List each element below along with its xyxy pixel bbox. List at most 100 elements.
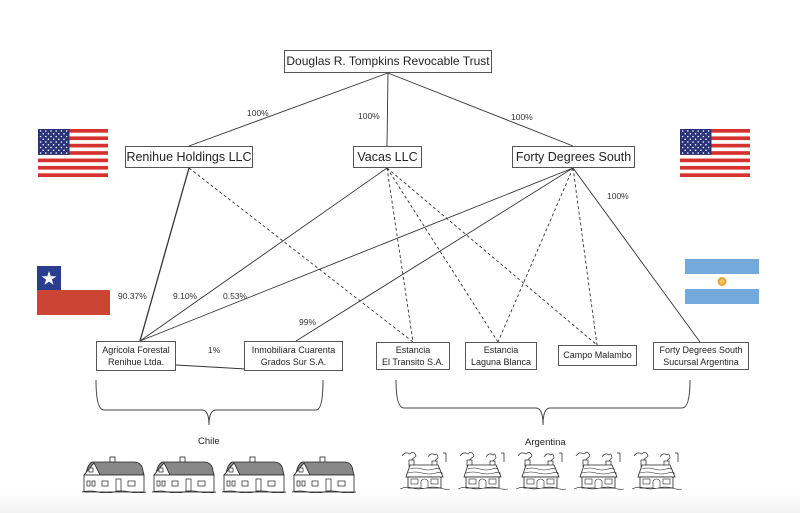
flag-star — [52, 149, 55, 152]
flag-star — [697, 152, 699, 154]
connection-vacas-to-campo-malambo — [386, 167, 598, 346]
flag-star — [42, 132, 44, 135]
flag-star — [63, 132, 65, 135]
flag-star — [681, 146, 684, 149]
entity-trust[interactable]: Douglas R. Tompkins Revocable Trust — [284, 50, 492, 73]
flag-star — [689, 132, 692, 135]
flag-star — [60, 141, 63, 143]
entity-forty-degrees-south[interactable]: Forty Degrees South — [512, 146, 635, 168]
entity-agricola-line2: Renihue Ltda. — [107, 357, 165, 367]
flag-stripe — [680, 129, 750, 133]
flag-stripe — [680, 151, 750, 155]
entity-trust-label: Douglas R. Tompkins Revocable Trust — [286, 54, 490, 69]
pct-trust-renihue: 100% — [247, 108, 269, 118]
flag-star — [55, 146, 57, 149]
connection-agricola-to-inmobiliaria — [175, 364, 247, 370]
flag-star — [707, 141, 710, 143]
flag-star — [700, 132, 702, 135]
flag-star — [707, 130, 710, 132]
flag-star — [705, 138, 707, 141]
usa-flag-left — [38, 129, 108, 177]
argentina-flag — [685, 259, 759, 304]
entity-renihue-holdings-label: Renihue Holdings LLC — [126, 149, 252, 164]
flag-star — [52, 132, 55, 135]
pct-fds-sucursal: 100% — [607, 191, 629, 201]
connection-trust-to-vacas — [386, 72, 389, 147]
flag-star — [42, 149, 44, 152]
flag-star — [687, 141, 689, 143]
flag-star — [63, 143, 65, 146]
flag-stripe — [38, 173, 108, 177]
flag-star — [694, 143, 697, 146]
connection-forty-degrees-south-to-laguna-blanca — [497, 167, 574, 343]
flag-star — [50, 135, 52, 138]
house-icon — [631, 452, 683, 490]
flag-star — [681, 135, 684, 138]
flag-star — [55, 130, 57, 132]
flag-stripe — [38, 129, 108, 133]
pct-agricola-inmobiliaria: 1% — [208, 345, 221, 355]
house-icon — [81, 456, 147, 494]
house-icon — [399, 452, 451, 490]
flag-star — [50, 141, 52, 143]
flag-star — [47, 149, 50, 152]
entity-inmobiliaria[interactable]: Inmobiliara Cuarenta Grados Sur S.A. — [244, 341, 343, 371]
flag-star — [47, 132, 50, 135]
flag-star — [702, 152, 705, 154]
entity-fds-sucursal[interactable]: Forty Degrees South Sucursal Argentina — [653, 342, 749, 370]
flag-star — [39, 152, 42, 154]
flag-star — [39, 135, 42, 138]
flag-star — [39, 130, 42, 132]
entity-laguna-blanca[interactable]: Estancia Laguna Blanca — [465, 342, 537, 370]
flag-star — [39, 141, 42, 143]
pct-renihue-agricola: 90.37% — [118, 291, 147, 301]
house-icon — [515, 452, 567, 490]
flag-star — [689, 143, 692, 146]
entity-agricola[interactable]: Agricola Forestal Renihue Ltda. — [96, 341, 176, 371]
entity-renihue-holdings[interactable]: Renihue Holdings LLC — [125, 146, 253, 168]
flag-star — [39, 146, 42, 149]
flag-star — [42, 143, 44, 146]
flag-star — [687, 130, 689, 132]
flag-star — [65, 152, 68, 154]
chile-flag — [37, 266, 110, 315]
flag-star — [684, 143, 686, 146]
flag-star — [55, 152, 57, 154]
flag-stripe — [38, 151, 108, 155]
flag-star — [707, 135, 710, 138]
flag-star — [692, 146, 694, 149]
flag-star — [705, 143, 707, 146]
argentina-bracket — [395, 379, 691, 426]
connection-lines — [139, 72, 701, 370]
chile-houses — [81, 456, 357, 494]
flag-stripe — [680, 173, 750, 177]
flag-star — [694, 138, 697, 141]
connection-renihue-holdings-to-el-transito — [188, 167, 414, 343]
connection-trust-to-forty-degrees-south — [387, 72, 574, 147]
flag-star — [55, 141, 57, 143]
flag-stripe — [38, 143, 108, 148]
flag-stripe — [38, 158, 108, 163]
flag-stripe — [38, 136, 108, 141]
flag-star — [681, 130, 684, 132]
house-icon — [457, 452, 509, 490]
entity-vacas[interactable]: Vacas LLC — [353, 146, 422, 168]
flag-star — [65, 135, 68, 138]
flag-star — [63, 138, 65, 141]
flag-star — [702, 130, 705, 132]
flag-star — [45, 152, 47, 154]
entity-el-transito[interactable]: Estancia El Transito S.A. — [376, 342, 450, 370]
flag-star — [47, 143, 50, 146]
argentina-houses — [399, 452, 683, 490]
flag-stripe — [38, 165, 108, 170]
entity-campo-malambo[interactable]: Campo Malambo — [558, 345, 637, 366]
connection-forty-degrees-south-to-fds-sucursal — [572, 167, 701, 343]
flag-star — [50, 152, 52, 154]
flag-star — [50, 146, 52, 149]
flag-stripe — [680, 136, 750, 141]
entity-agricola-line1: Agricola Forestal — [102, 344, 170, 355]
flag-star — [702, 135, 705, 138]
entity-inmobiliaria-line1: Inmobiliara Cuarenta — [251, 344, 336, 355]
entity-fds-sucursal-line1: Forty Degrees South — [659, 344, 743, 355]
